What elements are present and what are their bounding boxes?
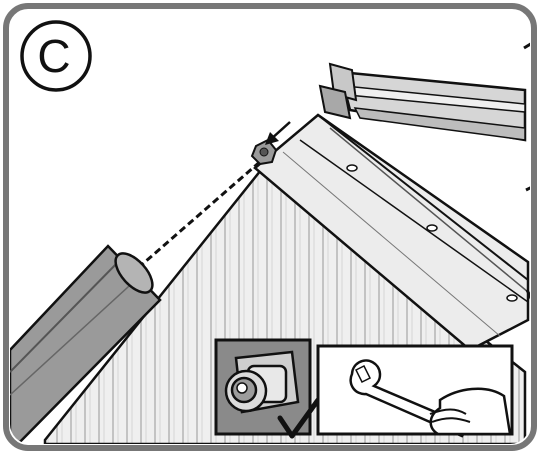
- nut-bolt-icon: [226, 352, 298, 412]
- nut-detail-inset: [216, 340, 310, 434]
- wrench-detail-inset: [318, 346, 512, 436]
- step-label-circle: [22, 22, 90, 90]
